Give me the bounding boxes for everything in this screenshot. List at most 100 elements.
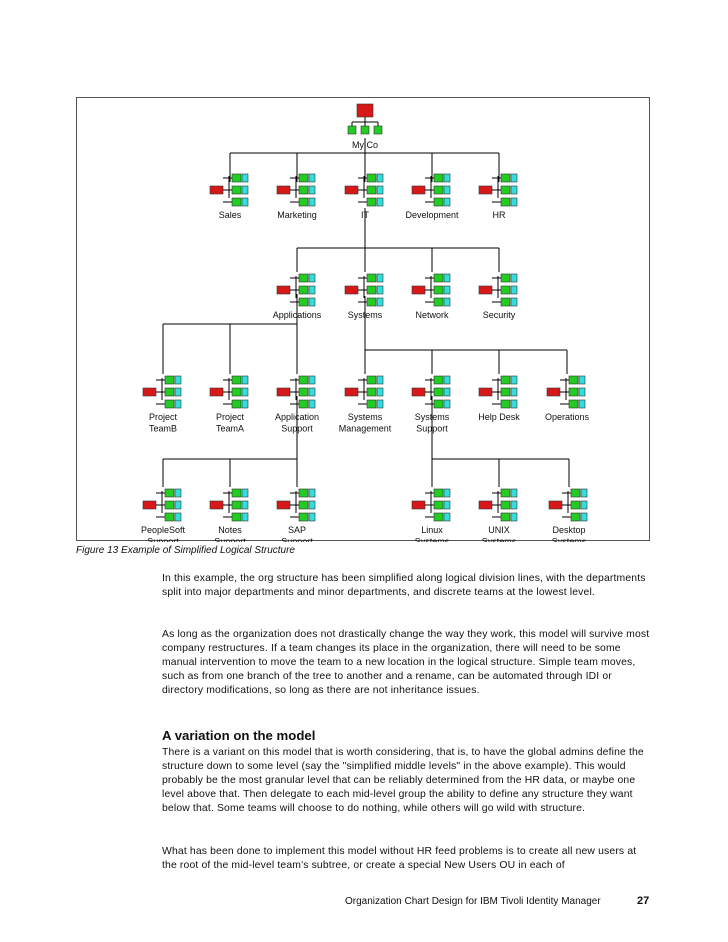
cyan-block-icon: [580, 500, 588, 510]
green-block-icon: [298, 285, 309, 295]
node-help-desk: Help Desk: [478, 375, 520, 422]
green-block-icon: [570, 488, 581, 498]
cyan-block-icon: [376, 285, 384, 295]
cyan-block-icon: [510, 273, 518, 283]
node-label-unix-systems: UNIX: [488, 525, 510, 535]
node-label-desktop-systems: Desktop: [552, 525, 585, 535]
cyan-block-icon: [510, 399, 518, 409]
paragraph-variant: There is a variant on this model that is…: [162, 747, 644, 815]
node-marketing: Marketing: [276, 173, 317, 220]
green-block-icon: [298, 273, 309, 283]
green-block-icon: [298, 488, 309, 498]
node-label-project-teamb: TeamB: [149, 424, 177, 434]
node-unix-systems: UNIX Systems: [478, 488, 518, 543]
node-label-desktop-systems: Systems: [552, 537, 587, 543]
cyan-block-icon: [376, 387, 384, 397]
cyan-block-icon: [376, 375, 384, 385]
red-block-icon: [276, 387, 291, 397]
node-label-application-support: Application: [275, 412, 319, 422]
node-label-unix-systems: Systems: [482, 537, 517, 543]
cyan-block-icon: [308, 387, 316, 397]
node-applications: Applications: [273, 273, 322, 320]
node-label-sales: Sales: [219, 210, 242, 220]
green-block-icon: [298, 185, 309, 195]
cyan-block-icon: [308, 185, 316, 195]
cyan-block-icon: [308, 197, 316, 207]
red-block-icon: [548, 500, 563, 510]
node-label-network: Network: [415, 310, 449, 320]
cyan-block-icon: [510, 488, 518, 498]
cyan-block-icon: [578, 387, 586, 397]
red-block-icon: [276, 285, 291, 295]
green-block-icon: [298, 387, 309, 397]
cyan-block-icon: [578, 399, 586, 409]
cyan-block-icon: [308, 285, 316, 295]
cyan-block-icon: [443, 375, 451, 385]
cyan-block-icon: [241, 387, 249, 397]
green-block-icon: [500, 387, 511, 397]
cyan-block-icon: [443, 197, 451, 207]
cyan-block-icon: [174, 375, 182, 385]
node-label-peoplesoft-support: PeopleSoft: [141, 525, 186, 535]
green-block-icon: [164, 375, 175, 385]
red-block-icon: [478, 500, 493, 510]
cyan-block-icon: [510, 500, 518, 510]
green-block-icon: [298, 500, 309, 510]
green-block-icon: [231, 197, 242, 207]
node-hr: HR: [478, 173, 518, 220]
green-block-icon: [373, 125, 383, 135]
green-block-icon: [366, 197, 377, 207]
red-block-icon: [411, 500, 426, 510]
cyan-block-icon: [308, 375, 316, 385]
green-block-icon: [433, 500, 444, 510]
node-label-operations: Operations: [545, 412, 590, 422]
green-block-icon: [298, 297, 309, 307]
green-block-icon: [231, 512, 242, 522]
node-label-project-teama: Project: [216, 412, 245, 422]
node-label-security: Security: [483, 310, 516, 320]
cyan-block-icon: [510, 297, 518, 307]
red-block-icon: [344, 185, 359, 195]
green-block-icon: [570, 512, 581, 522]
node-label-notes-support: Notes: [218, 525, 242, 535]
green-block-icon: [366, 375, 377, 385]
red-block-icon: [276, 500, 291, 510]
node-label-hr: HR: [493, 210, 506, 220]
green-block-icon: [500, 512, 511, 522]
cyan-block-icon: [308, 500, 316, 510]
red-block-icon: [411, 285, 426, 295]
node-label-marketing: Marketing: [277, 210, 317, 220]
node-label-linux-systems: Systems: [415, 537, 450, 543]
green-block-icon: [298, 173, 309, 183]
green-block-icon: [500, 488, 511, 498]
green-block-icon: [164, 500, 175, 510]
cyan-block-icon: [443, 512, 451, 522]
green-block-icon: [433, 173, 444, 183]
cyan-block-icon: [308, 512, 316, 522]
green-block-icon: [500, 375, 511, 385]
cyan-block-icon: [376, 197, 384, 207]
node-network: Network: [411, 273, 451, 320]
node-label-applications: Applications: [273, 310, 322, 320]
green-block-icon: [433, 273, 444, 283]
node-label-peoplesoft-support: Support: [147, 537, 179, 543]
cyan-block-icon: [376, 185, 384, 195]
node-label-project-teamb: Project: [149, 412, 178, 422]
node-label-systems: Systems: [348, 310, 383, 320]
green-block-icon: [366, 273, 377, 283]
green-block-icon: [231, 488, 242, 498]
paragraph-intro: In this example, the org structure has b…: [162, 573, 646, 599]
red-block-icon: [478, 185, 493, 195]
cyan-block-icon: [510, 512, 518, 522]
cyan-block-icon: [443, 297, 451, 307]
node-myco: My Co: [347, 103, 383, 150]
green-block-icon: [500, 197, 511, 207]
green-block-icon: [433, 285, 444, 295]
cyan-block-icon: [241, 375, 249, 385]
green-block-icon: [366, 285, 377, 295]
